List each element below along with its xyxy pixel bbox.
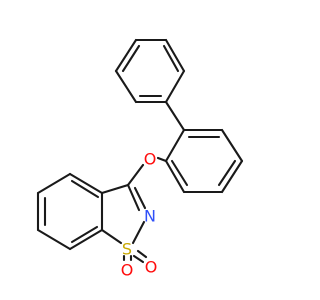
top-phenyl-ring [114, 38, 186, 104]
bond [164, 159, 186, 194]
nitrogen-label: N [144, 207, 156, 226]
bond [68, 228, 104, 251]
molecule-diagram: O N S O O [36, 38, 244, 280]
bond [164, 38, 186, 73]
biphenyl-bond [164, 100, 186, 132]
ether-bond-right [156, 156, 168, 163]
bond [164, 69, 186, 104]
oxygen-sulfonyl-right-label: O [145, 258, 158, 277]
benzo-ring [36, 172, 104, 251]
sulfonyl-bond-right-2 [132, 254, 145, 264]
bond [114, 38, 138, 73]
double-bond-inner [70, 225, 99, 244]
bond [220, 159, 244, 194]
ether-bond-left [126, 163, 145, 187]
bond-c-c3 [100, 183, 130, 195]
bond [36, 228, 72, 251]
double-bond-inner [170, 159, 189, 187]
bond [220, 128, 244, 163]
oxygen-sulfonyl-left-label: O [121, 261, 134, 280]
bond [114, 69, 138, 104]
double-bond-inner [217, 159, 237, 187]
lower-phenyl-ring [164, 128, 244, 194]
oxygen-ether-label: O [144, 150, 157, 169]
bond [36, 172, 72, 195]
double-bond-c-n [126, 183, 141, 212]
double-bond-inner [121, 44, 141, 73]
double-bond-inner [162, 44, 180, 73]
isothiazole-ring [100, 183, 147, 245]
double-bond-c-n-inner [133, 186, 147, 210]
sulfur-label: S [122, 240, 132, 259]
bond [164, 128, 186, 163]
bond-n-s [131, 220, 146, 245]
sulfonyl-bond-right [136, 249, 148, 259]
bond-s-c [100, 228, 123, 245]
double-bond-inner [70, 179, 100, 199]
bond [68, 172, 104, 195]
